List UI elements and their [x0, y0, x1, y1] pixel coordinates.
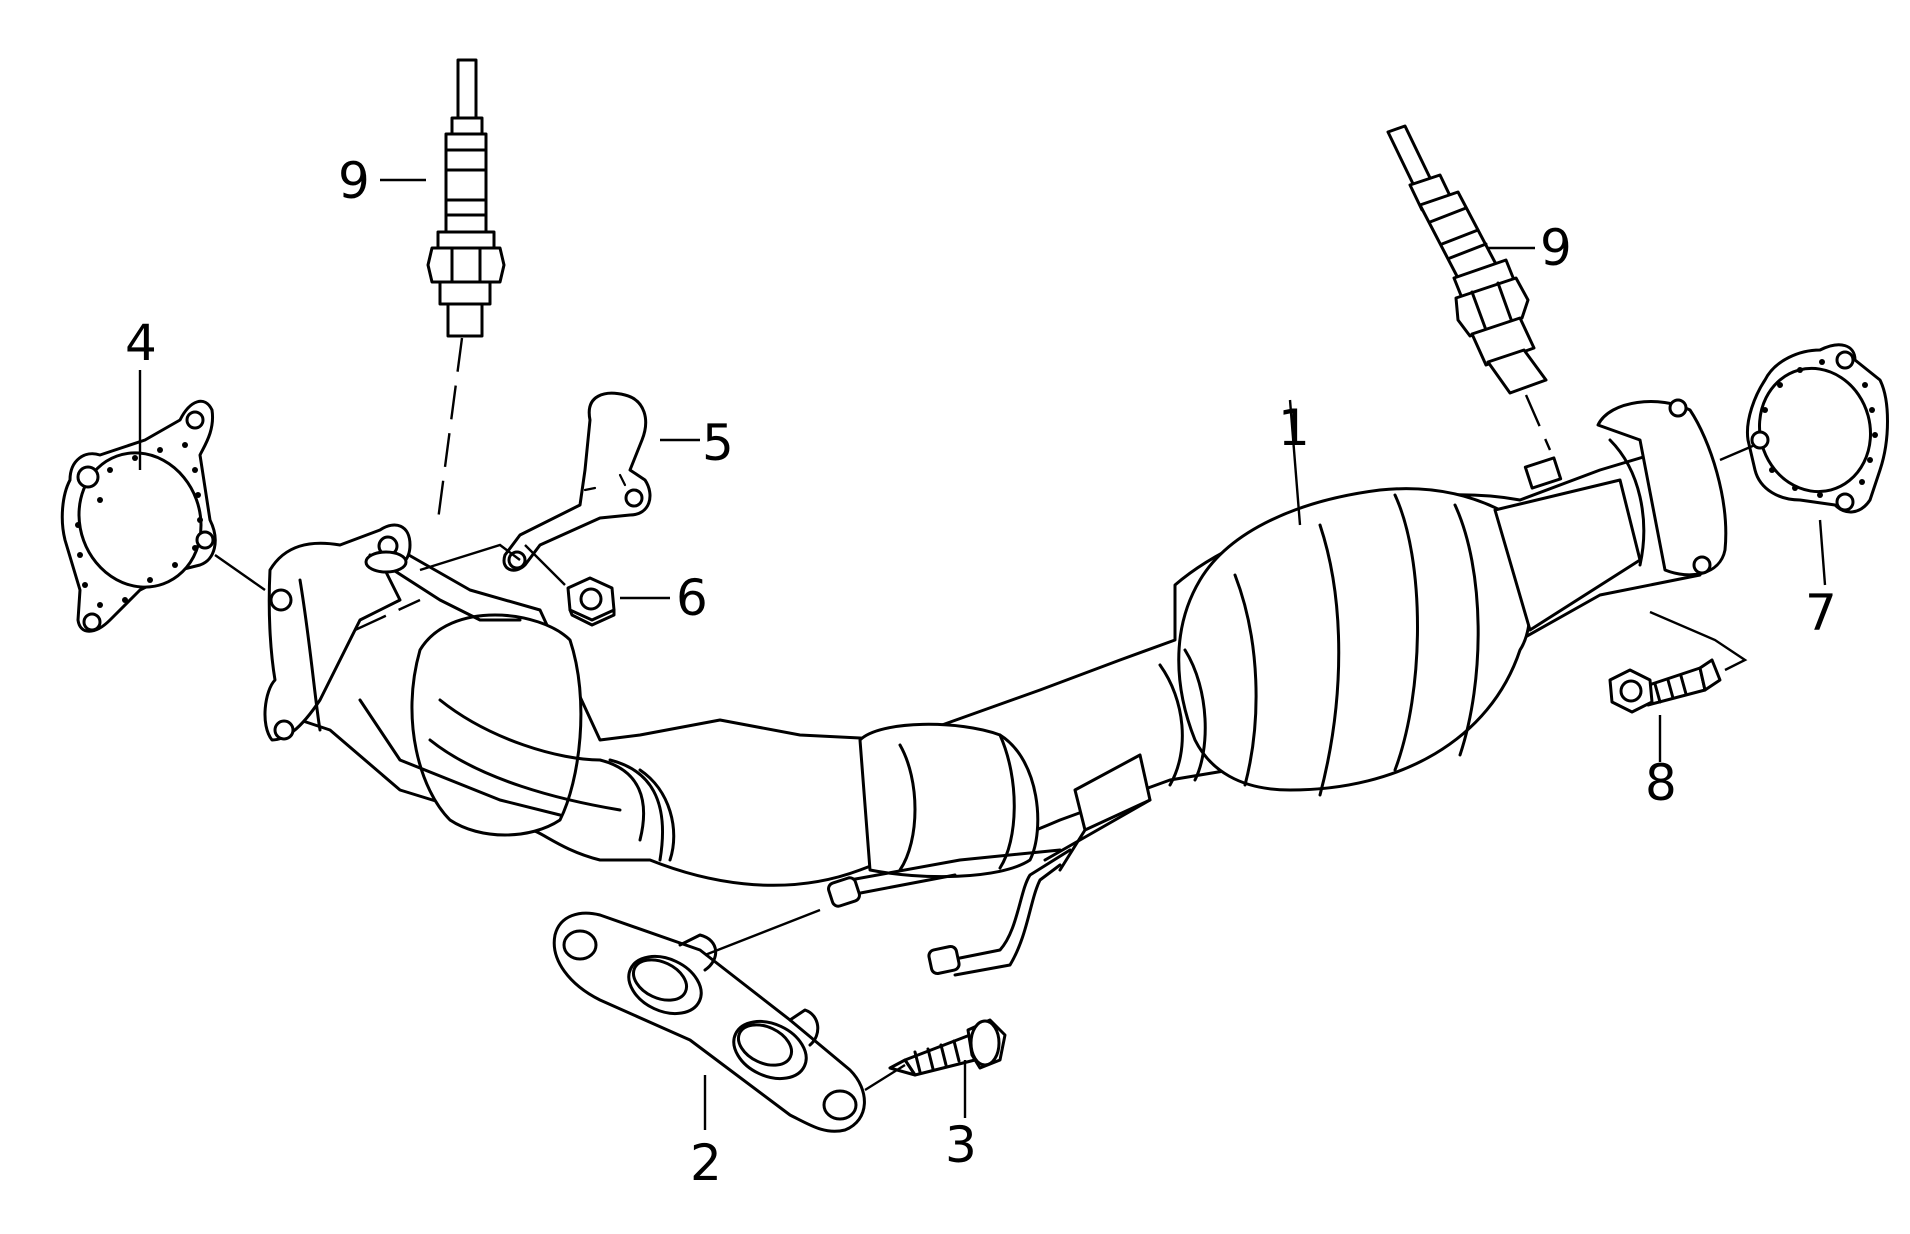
callout-8: 8 [1645, 754, 1677, 812]
callout-5: 5 [702, 414, 734, 472]
callout-1: 1 [1278, 399, 1310, 457]
part-4-gasket[interactable] [60, 399, 219, 633]
part-2-manifold-flange[interactable] [552, 911, 866, 1133]
callout-9-lower: 9 [1540, 219, 1572, 277]
callout-2: 2 [690, 1134, 722, 1192]
part-8-bolt[interactable] [1608, 658, 1722, 714]
part-9-oxygen-sensor-upper[interactable] [426, 58, 506, 338]
part-3-bolt[interactable] [888, 1018, 1007, 1077]
leader-lines [138, 178, 1827, 1130]
callout-9-upper: 9 [338, 152, 370, 210]
part-5-bracket[interactable] [502, 391, 652, 572]
part-9-oxygen-sensor-lower[interactable] [1386, 124, 1548, 395]
callout-4: 4 [125, 314, 157, 372]
pipe-tube [827, 848, 1072, 977]
assembly-lines [214, 337, 1756, 1092]
part-7-gasket[interactable] [1745, 343, 1889, 514]
part-1-catalytic-converter[interactable] [263, 398, 1728, 887]
callout-6: 6 [676, 569, 708, 627]
callout-3: 3 [945, 1116, 977, 1174]
part-6-nut[interactable] [566, 576, 616, 627]
callout-7: 7 [1805, 584, 1837, 642]
